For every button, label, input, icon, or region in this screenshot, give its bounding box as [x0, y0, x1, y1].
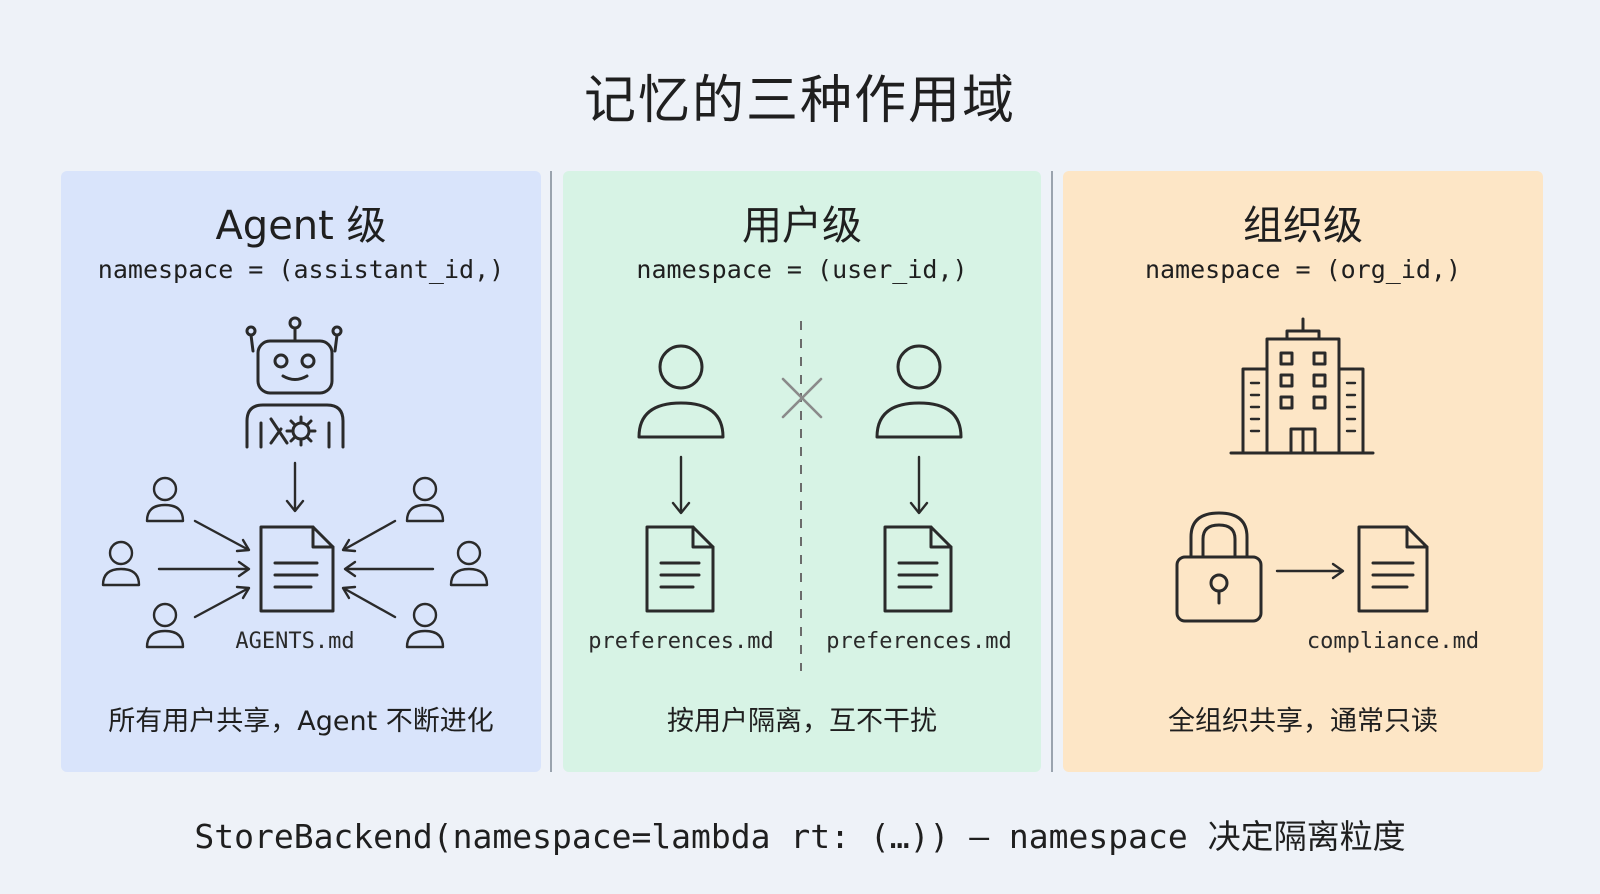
- user-icon: [405, 476, 445, 523]
- arrow-icon: [671, 455, 691, 515]
- user-scope-heading: 用户级: [742, 203, 862, 249]
- agent-scope-heading: Agent 级: [215, 203, 387, 249]
- user-namespace: namespace = (user_id,): [636, 255, 968, 284]
- user-scope-caption: 按用户隔离，互不干扰: [667, 706, 937, 737]
- compliance-file-label: compliance.md: [1307, 629, 1479, 654]
- org-scope-caption: 全组织共享，通常只读: [1168, 706, 1438, 737]
- panel-divider: [1051, 171, 1053, 772]
- user-scope-illustration: preferences.md preferences.md: [588, 321, 1012, 671]
- building-window-marks: [1249, 381, 1357, 433]
- user-icon: [101, 540, 141, 587]
- agent-scope-illustration: AGENTS.md: [101, 316, 489, 654]
- preferences-file-left: preferences.md: [588, 629, 773, 654]
- user-icon: [405, 602, 445, 649]
- user-icon: [637, 344, 725, 439]
- org-namespace: namespace = (org_id,): [1144, 255, 1462, 284]
- org-scope-heading: 组织级: [1243, 203, 1363, 249]
- page-title: 记忆的三种作用域: [583, 71, 1016, 131]
- agents-file-label: AGENTS.md: [235, 629, 354, 654]
- user-icon: [875, 344, 963, 439]
- user-icon: [145, 476, 185, 523]
- arrow-icon: [1275, 562, 1345, 580]
- arrow-icon: [157, 519, 435, 619]
- document-icon: [883, 525, 953, 613]
- isolation-cross-icon: [781, 377, 823, 419]
- arrow-icon: [909, 455, 929, 515]
- user-icon: [449, 540, 489, 587]
- document-icon: [259, 525, 335, 613]
- agent-scope-caption: 所有用户共享，Agent 不断进化: [108, 706, 494, 737]
- building-icon: [1229, 317, 1375, 455]
- user-icon: [145, 602, 185, 649]
- document-icon: [1357, 525, 1429, 613]
- robot-icon: [245, 316, 345, 449]
- document-icon: [645, 525, 715, 613]
- footer-code-note: StoreBackend(namespace=lambda rt: (…)) —…: [194, 817, 1406, 856]
- user-scope-panel: 用户级 namespace = (user_id,) preferences.m…: [563, 171, 1041, 772]
- preferences-file-right: preferences.md: [826, 629, 1011, 654]
- org-scope-panel: 组织级 namespace = (org_id,): [1063, 171, 1543, 772]
- org-scope-illustration: compliance.md: [1175, 317, 1479, 654]
- agent-namespace: namespace = (assistant_id,): [97, 255, 505, 284]
- lock-icon: [1175, 511, 1263, 623]
- panel-divider: [550, 171, 552, 772]
- agent-scope-panel: Agent 级 namespace = (assistant_id,): [61, 171, 541, 772]
- arrow-icon: [285, 461, 305, 513]
